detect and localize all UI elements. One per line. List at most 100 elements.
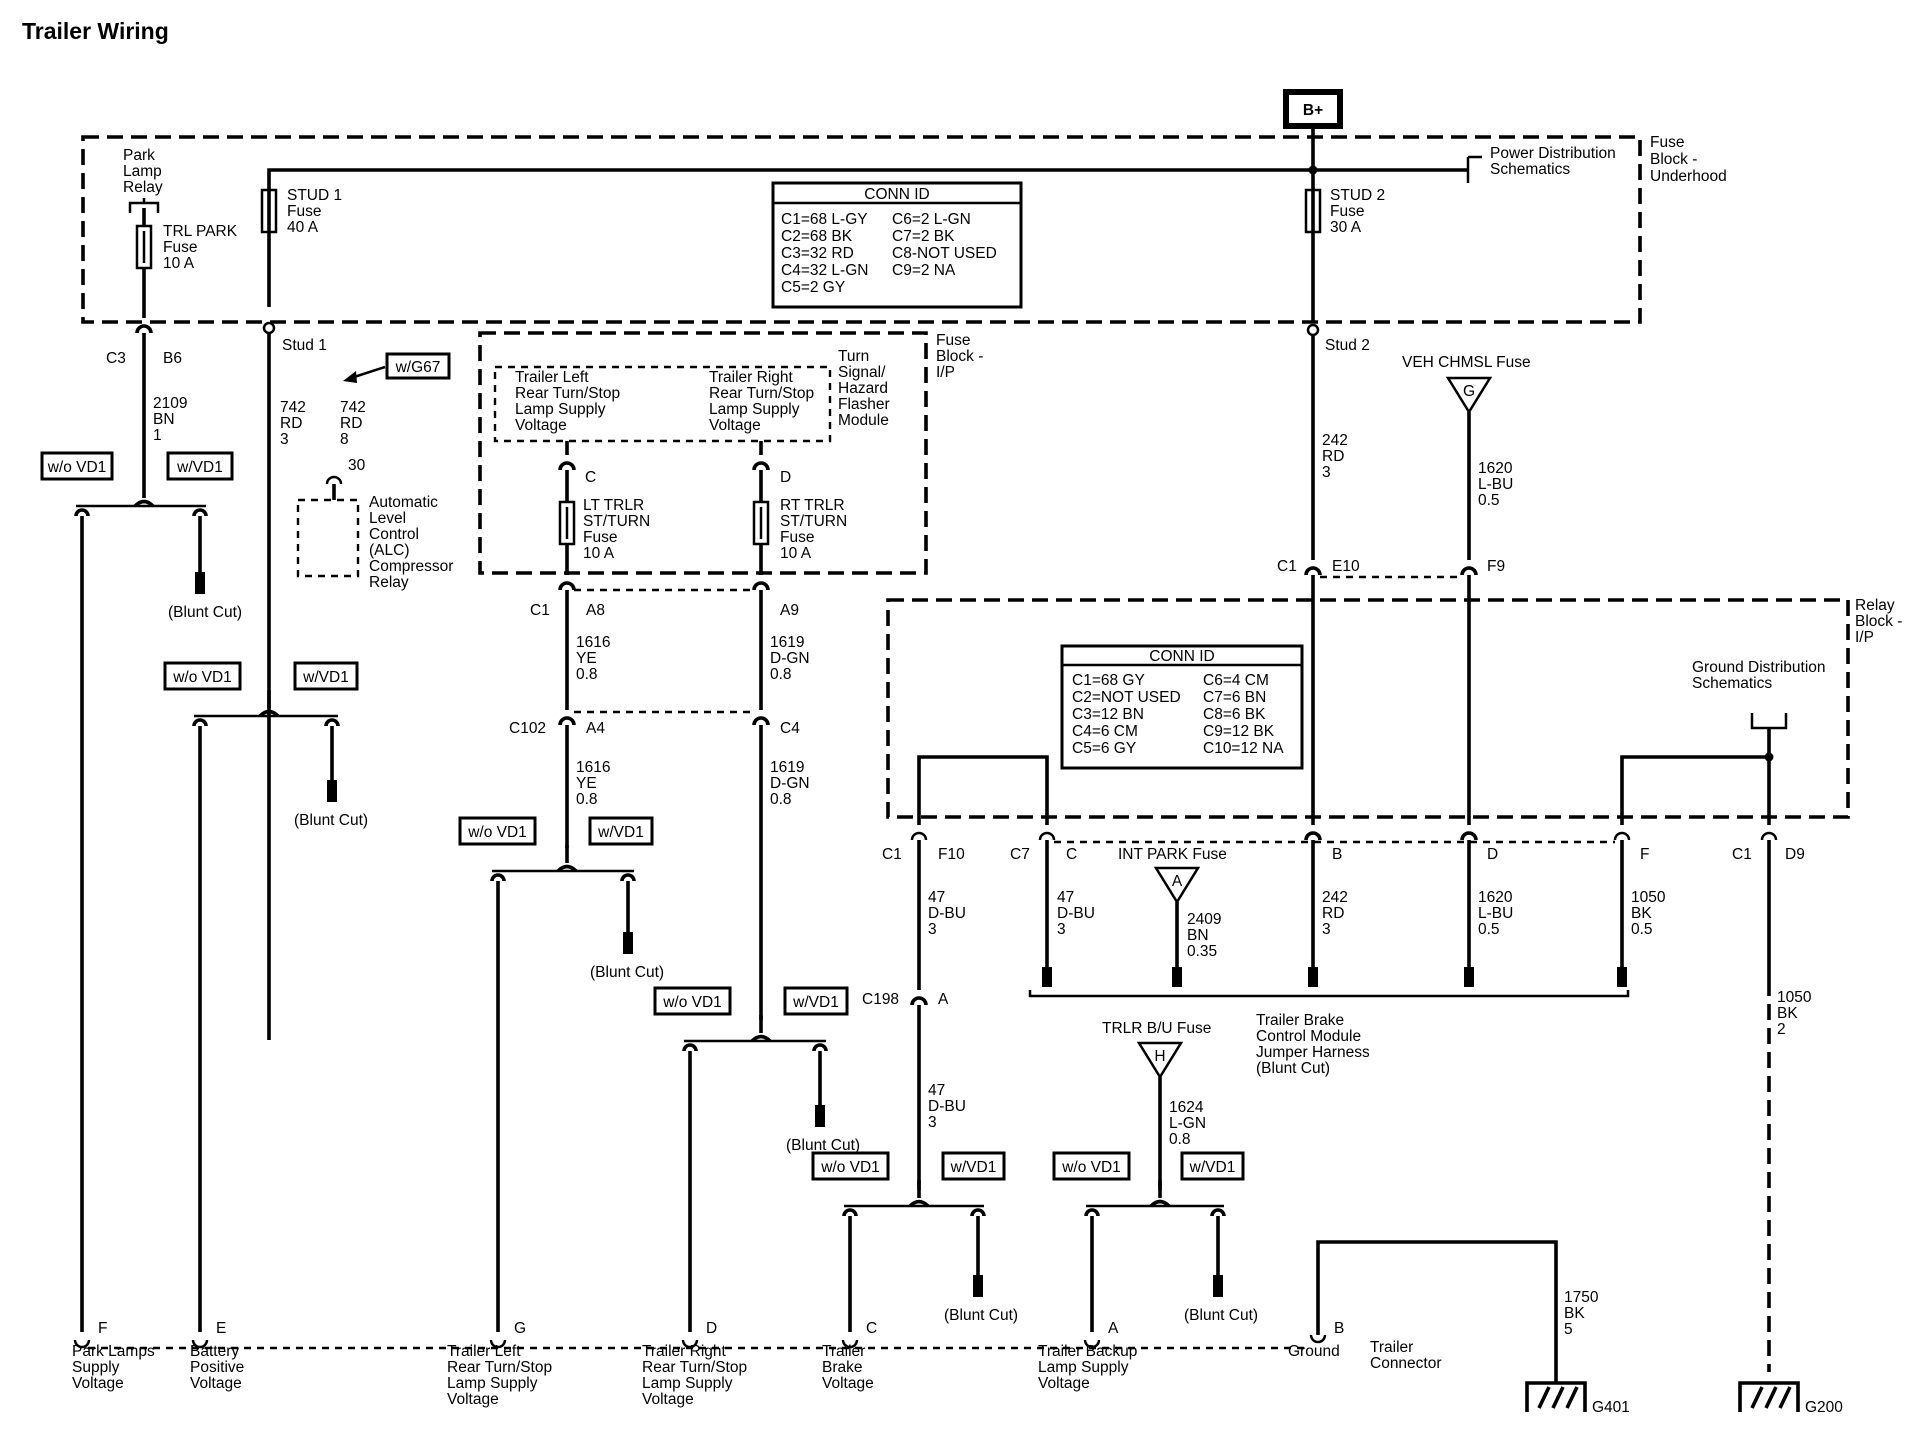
option-with-leg — [970, 1208, 986, 1281]
conn-c7-label: C7 — [1010, 846, 1030, 863]
stud1-fuse-label: STUD 1 Fuse 40 A — [287, 187, 346, 236]
option-with-vd1-label: w/VD1 — [950, 1159, 997, 1176]
main-bus-wire — [267, 168, 1468, 307]
wire-47a-label: 47 D-BU 3 — [928, 889, 970, 938]
option-with-leg — [812, 1043, 828, 1111]
veh-chmsl-fuse-letter: G — [1463, 383, 1475, 400]
connector-pin-cap — [841, 1339, 859, 1349]
alc-relay-outline — [296, 498, 360, 578]
conn-a9-label: A9 — [780, 602, 799, 619]
blunt-cut-label: (Blunt Cut) — [168, 604, 242, 621]
conn-c198-label: C198 — [862, 991, 899, 1008]
option-without-leg — [74, 508, 90, 1332]
option-without-leg — [192, 718, 208, 1332]
right-supply-label: Trailer Right Rear Turn/Stop Lamp Supply… — [709, 369, 818, 434]
option-split-wire — [1149, 1180, 1171, 1208]
conn-d-label: D — [1487, 846, 1498, 863]
conn-e10-label: E10 — [1332, 558, 1360, 575]
blunt-cut-label: (Blunt Cut) — [944, 1307, 1018, 1324]
connector-pin-letter: C — [866, 1320, 877, 1337]
conn-c4-label: C4 — [780, 720, 800, 737]
connector-pin-letter: G — [514, 1320, 526, 1337]
connector-pin-cap — [489, 1339, 507, 1349]
connector-pin-cap — [73, 1339, 91, 1349]
connector-pin-letter: A — [1108, 1320, 1119, 1337]
ground-g200-label: G200 — [1805, 1399, 1843, 1416]
connector-pin-cap — [191, 1339, 209, 1349]
conn-a4-label: A4 — [586, 720, 605, 737]
stud1-label: Stud 1 — [282, 337, 327, 354]
connector-pin-description: Ground — [1288, 1343, 1340, 1360]
connector-pin-letter: E — [216, 1320, 226, 1337]
wire-2109-label: 2109 BN 1 — [153, 395, 192, 444]
blunt-cut-end — [327, 780, 337, 802]
option-without-leg — [490, 873, 506, 1332]
wire-47b-label: 47 D-BU 3 — [1057, 889, 1099, 938]
ground-to-f-wire — [1620, 755, 1769, 825]
option-with-vd1-box — [588, 816, 654, 846]
int-park-fuse-letter: A — [1172, 873, 1183, 890]
conn-id-2-right: C6=4 CM C7=6 BN C8=6 BK C9=12 BK C10=12 … — [1203, 672, 1284, 757]
option-with-vd1-label: w/VD1 — [1189, 1159, 1236, 1176]
option-without-leg — [682, 1043, 698, 1332]
blunt-cut-end — [195, 572, 205, 594]
blunt-cut-label: (Blunt Cut) — [294, 812, 368, 829]
rt-trlr-wire — [752, 544, 770, 1020]
conn-c3-label: C3 — [106, 350, 126, 367]
conn-b6-label: B6 — [163, 350, 182, 367]
option-without-vd1-box — [458, 816, 537, 846]
conn-id-1-left: C1=68 L-GY C2=68 BK C3=32 RD C4=32 L-GN … — [781, 211, 873, 296]
vd1-option-splits: w/o VD1 w/VD1 (Blunt Cut) w/o VD1 w/VD1 (Blun… — [40, 451, 1258, 1332]
trailer-brake-wire — [910, 840, 928, 1190]
conn-b-label: B — [1332, 846, 1342, 863]
option-with-vd1-box — [166, 451, 234, 481]
conn-c-lt-label: C — [585, 469, 596, 486]
blunt-cut-end — [973, 1275, 983, 1297]
blunt-cut-end — [815, 1105, 825, 1127]
conn-id-1-header: CONN ID — [864, 186, 929, 203]
conn-f10-label: F10 — [938, 846, 965, 863]
wire-2409-label: 2409 BN 0.35 — [1187, 911, 1226, 960]
lt-trlr-wire — [558, 544, 576, 848]
ground-g200-symbol — [1738, 1381, 1800, 1412]
diagram-title: Trailer Wiring — [22, 18, 169, 44]
rt-trlr-fuse-label: RT TRLR ST/TURN Fuse 10 A — [780, 497, 851, 562]
conn-id-2-header: CONN ID — [1149, 648, 1214, 665]
option-without-vd1-label: w/o VD1 — [662, 994, 722, 1011]
conn-30-label: 30 — [348, 457, 366, 474]
flasher-module-outline — [493, 365, 832, 443]
alc-relay-label: Automatic Level Control (ALC) Compressor… — [369, 494, 458, 591]
veh-chmsl-fuse-symbol — [1445, 376, 1493, 415]
connector-pin-cap — [1083, 1339, 1101, 1349]
option-with-leg — [1210, 1208, 1226, 1281]
wire-1616b-label: 1616 YE 0.8 — [576, 759, 615, 808]
conn-a8-label: A8 — [586, 602, 605, 619]
option-with-vd1-label: w/VD1 — [176, 459, 223, 476]
blunt-cut-end — [623, 932, 633, 954]
wire-1050b-label: 1050 BK 2 — [1777, 989, 1816, 1038]
rt-trlr-upper-wire — [752, 441, 770, 502]
option-split-wire — [258, 690, 280, 718]
option-without-vd1-label: w/o VD1 — [467, 824, 527, 841]
stud2-label: Stud 2 — [1325, 337, 1370, 354]
option-split-wire — [556, 845, 578, 873]
wire-1616a-label: 1616 YE 0.8 — [576, 634, 615, 683]
blunt-cut-label: (Blunt Cut) — [1184, 1307, 1258, 1324]
fuse-block-underhood-label: Fuse Block - Underhood — [1650, 134, 1727, 185]
option-without-vd1-label: w/o VD1 — [820, 1159, 880, 1176]
conn-id-box-2 — [1060, 644, 1304, 770]
option-with-vd1-box — [783, 986, 849, 1016]
wire-242b-label: 242 RD 3 — [1322, 889, 1352, 938]
relay-block-ip-label: Relay Block - I/P — [1855, 597, 1907, 646]
lt-trlr-upper-wire — [558, 441, 576, 502]
option-with-vd1-box — [293, 661, 359, 691]
stud2-fuse — [1304, 188, 1322, 234]
int-park-fuse-symbol — [1153, 866, 1201, 905]
option-without-vd1-box — [653, 986, 732, 1016]
ground-wire-1750 — [1316, 1240, 1558, 1383]
trlr-bu-fuse-label: TRLR B/U Fuse — [1102, 1020, 1211, 1037]
